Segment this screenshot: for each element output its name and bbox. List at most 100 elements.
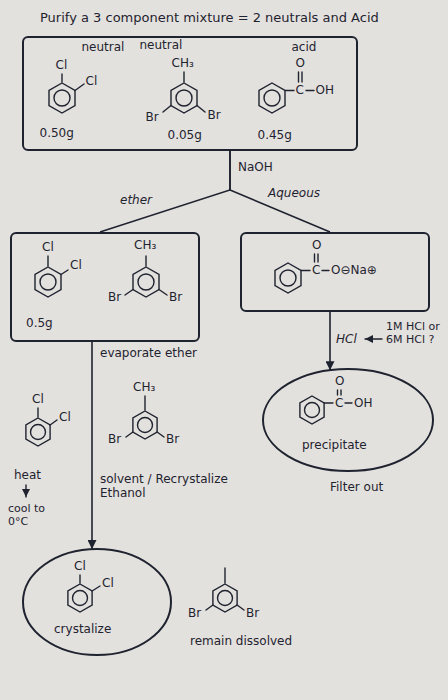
circle-outline: [22, 548, 172, 656]
side-arrow: [365, 338, 382, 339]
class-label: neutral: [82, 40, 125, 54]
flow-connector: [329, 312, 331, 370]
atom-label: CH₃: [134, 238, 156, 252]
step-label: cool to 0°C: [8, 502, 56, 528]
reagent-label: NaOH: [238, 160, 273, 174]
dibromotoluene-structure: [138, 274, 154, 290]
benzoic-acid-structure: [259, 72, 314, 113]
benzoic-acid-structure: [259, 83, 285, 113]
circle-outline: [23, 549, 171, 655]
circle-outline: [263, 369, 433, 471]
atom-label: Br: [188, 606, 201, 620]
atom-label: O: [296, 56, 305, 70]
dibromotoluene-structure: [197, 106, 205, 113]
atom-label: Br: [146, 110, 159, 124]
step-label: evaporate ether: [100, 346, 197, 360]
atom-label: Cl: [102, 576, 114, 590]
atom-label: Br: [208, 108, 221, 122]
atom-label: C: [335, 396, 343, 410]
flow-connector: [100, 151, 230, 232]
dibromotoluene-structure: [237, 605, 244, 610]
dichlorobenzene-structure: [61, 270, 68, 275]
dibromotoluene-structure: [157, 432, 164, 437]
dichlorobenzene-structure: [37, 408, 38, 417]
dibromotoluene-structure: [138, 418, 153, 433]
sodium-benzoate-structure: [275, 263, 301, 293]
benzoic-acid-structure: [306, 90, 314, 91]
mixture-box: ClneutralClneutralCH₃acidOCOHBrBr0.50g0.…: [22, 36, 358, 151]
sodium-benzoate-structure: [317, 254, 318, 262]
atom-label: Cl: [74, 559, 86, 573]
dibromotoluene-structure: [126, 432, 133, 437]
benzoic-acid-structure: [301, 72, 302, 82]
dibromotoluene-structure: [213, 584, 237, 612]
dichlorobenzene-structure: [75, 84, 84, 91]
sodium-benzoate-structure: [322, 270, 329, 271]
atom-label: O: [312, 238, 321, 252]
dibromotoluene-structure: [145, 256, 146, 266]
atom-label: C: [296, 83, 304, 97]
atom-label: Cl: [70, 258, 82, 272]
dibromotoluene-structure: [183, 72, 184, 82]
product-circle: OCOHprecipitate: [262, 368, 434, 472]
dibromotoluene-structure: [159, 290, 167, 296]
dichlorobenzene-structure: [54, 90, 70, 106]
benzoic-acid-structure: [285, 90, 294, 91]
step-label: Filter out: [330, 480, 383, 494]
aqueous-layer-box: OCO⊖Na⊕: [240, 232, 430, 312]
atom-label: Cl: [32, 392, 44, 406]
note-label: 1M HCl or 6M HCl ?: [386, 320, 442, 346]
circle-outline: [262, 368, 434, 472]
dichlorobenzene-structure: [26, 408, 57, 446]
dibromotoluene-structure: [125, 256, 167, 297]
dichlorobenzene-structure: [49, 83, 75, 113]
atom-label: Br: [166, 432, 179, 446]
dibromotoluene-structure: [125, 290, 133, 296]
atom-label: Cl: [42, 240, 54, 254]
connector-label: ether: [118, 193, 154, 207]
sodium-benzoate-structure: [301, 270, 310, 271]
dichlorobenzene-structure: [68, 584, 92, 612]
dichlorobenzene-structure: [50, 420, 57, 425]
benzoic-acid-structure: [298, 72, 299, 82]
dichlorobenzene-structure: [35, 267, 61, 297]
benzoic-acid-structure: [324, 402, 333, 403]
atom-label: Cl: [59, 410, 71, 424]
atom-label: CH₃: [133, 380, 155, 394]
benzoic-acid-structure: [340, 390, 341, 395]
mass-label: 0.05g: [168, 128, 202, 142]
flow-connector: [91, 342, 93, 549]
connector-label: Aqueous: [266, 186, 322, 200]
sodium-benzoate-structure: [280, 270, 296, 286]
dibromotoluene-structure: [176, 90, 192, 106]
dichlorobenzene-structure: [61, 74, 62, 82]
atom-label: OH: [316, 83, 334, 97]
atom-label: Br: [108, 432, 121, 446]
dichlorobenzene-structure: [92, 586, 100, 591]
atom-label: CH₃: [172, 56, 194, 70]
atom-label: Br: [108, 290, 121, 304]
note-label: remain dissolved: [190, 634, 292, 648]
dichlorobenzene-structure: [73, 591, 88, 606]
note-label: crystalize: [54, 622, 111, 636]
diagram-title: Purify a 3 component mixture = 2 neutral…: [40, 10, 379, 26]
benzoic-acid-structure: [300, 396, 324, 424]
dichlorobenzene-structure: [35, 256, 68, 297]
dibromotoluene-structure: [218, 591, 233, 606]
benzoic-acid-structure: [300, 390, 352, 424]
benzoic-acid-structure: [264, 90, 280, 106]
class-label: acid: [292, 40, 317, 54]
sodium-benzoate-structure: [275, 254, 329, 293]
dibromotoluene-structure: [133, 267, 159, 297]
dibromotoluene-structure: [206, 568, 244, 612]
atom-label: OH: [354, 396, 372, 410]
dibromotoluene-structure: [171, 83, 197, 113]
dibromotoluene-structure: [224, 568, 225, 583]
dichlorobenzene-structure: [68, 575, 100, 612]
dibromotoluene-structure: [133, 411, 157, 439]
dichlorobenzene-structure: [26, 418, 50, 446]
dibromotoluene-structure: [206, 605, 213, 610]
